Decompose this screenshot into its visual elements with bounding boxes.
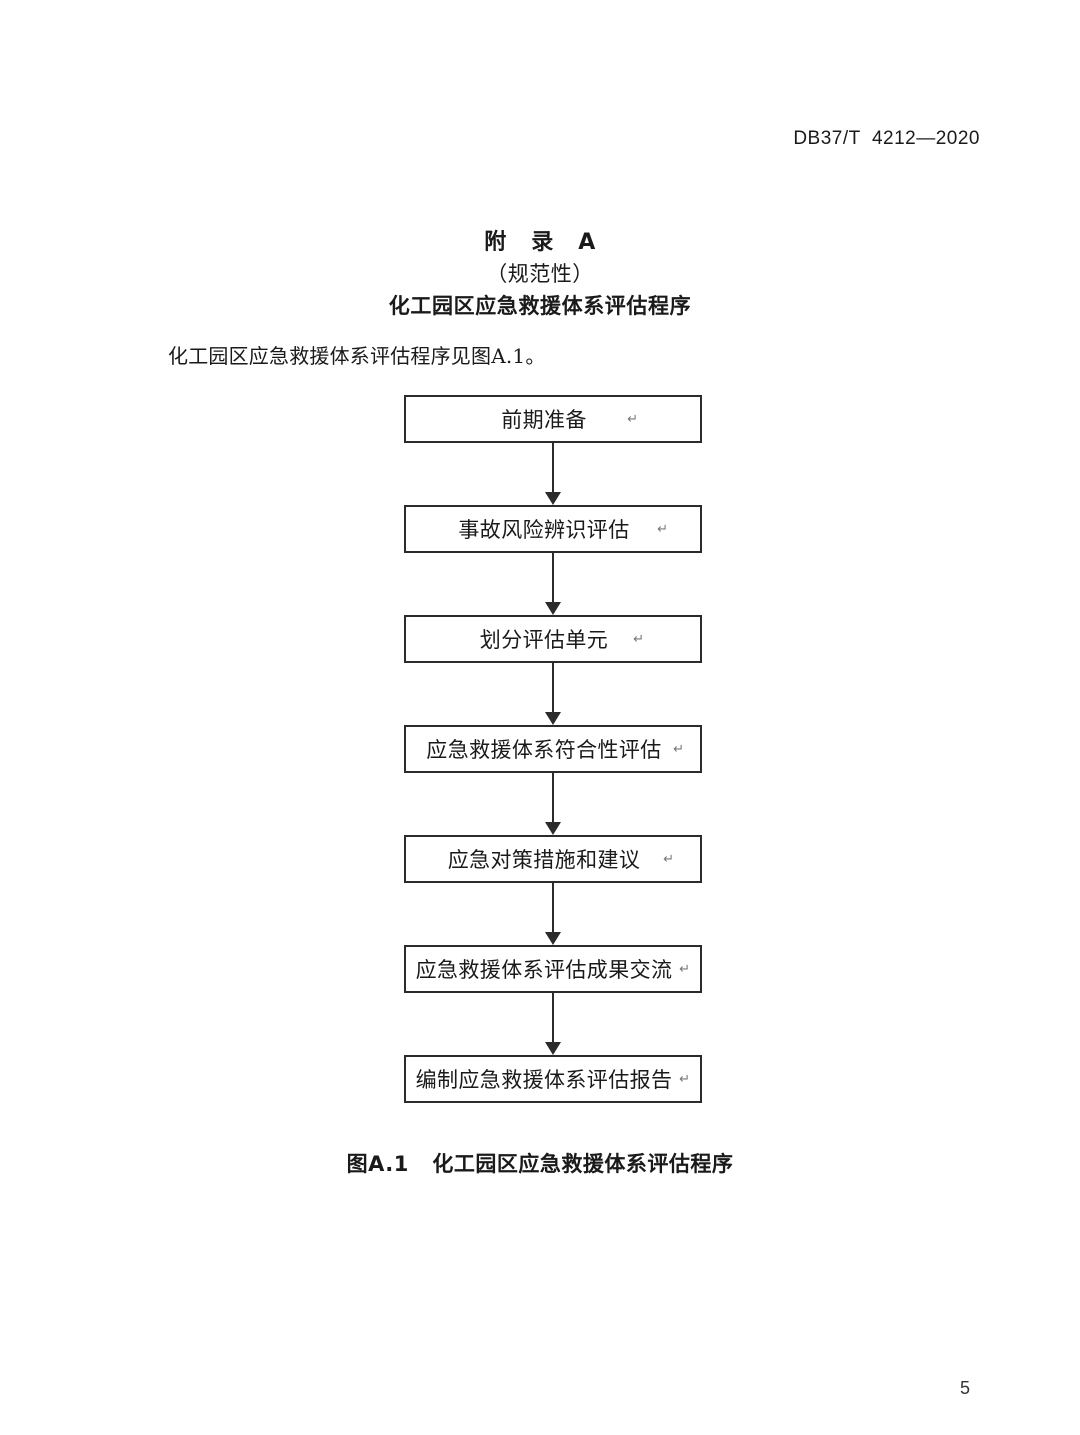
connector-line — [552, 663, 554, 715]
flow-connector-1-2 — [404, 443, 702, 505]
intro-paragraph: 化工园区应急救援体系评估程序见图A.1。 — [168, 344, 546, 368]
arrowhead-icon — [545, 1042, 561, 1055]
annex-subject-title: 化工园区应急救援体系评估程序 — [388, 294, 692, 318]
connector-line — [552, 443, 554, 495]
process-box: 事故风险辨识评估 ↵ — [404, 505, 702, 553]
flow-node-7: 编制应急救援体系评估报告 ↵ — [404, 1055, 702, 1103]
node-label: 应急救援体系符合性评估 — [426, 738, 662, 762]
node-label: 应急救援体系评估成果交流 — [415, 958, 673, 982]
annex-kind: （规范性） — [486, 262, 594, 286]
figure-caption: 图A.1 化工园区应急救援体系评估程序 — [346, 1152, 734, 1176]
flow-connector-5-6 — [404, 883, 702, 945]
flow-node-6: 应急救援体系评估成果交流 ↵ — [404, 945, 702, 993]
flow-connector-4-5 — [404, 773, 702, 835]
arrowhead-icon — [545, 712, 561, 725]
process-box: 应急救援体系评估成果交流 ↵ — [404, 945, 702, 993]
flow-connector-3-4 — [404, 663, 702, 725]
node-label: 应急对策措施和建议 — [447, 848, 641, 872]
flow-node-4: 应急救援体系符合性评估 ↵ — [404, 725, 702, 773]
annex-label: 附 录 A — [484, 230, 596, 255]
flowchart: 前期准备 ↵ 事故风险辨识评估 ↵ 划分评估单元 ↵ 应急救援体系符合性评估 ↵ — [404, 395, 702, 1103]
flow-node-3: 划分评估单元 ↵ — [404, 615, 702, 663]
process-box: 应急救援体系符合性评估 ↵ — [404, 725, 702, 773]
flow-connector-6-7 — [404, 993, 702, 1055]
connector-line — [552, 883, 554, 935]
flow-node-2: 事故风险辨识评估 ↵ — [404, 505, 702, 553]
arrowhead-icon — [545, 492, 561, 505]
connector-line — [552, 553, 554, 605]
node-label: 编制应急救援体系评估报告 — [415, 1068, 673, 1092]
node-label: 前期准备 — [501, 408, 587, 432]
node-label: 划分评估单元 — [479, 628, 609, 652]
process-box: 应急对策措施和建议 ↵ — [404, 835, 702, 883]
process-box: 编制应急救援体系评估报告 ↵ — [404, 1055, 702, 1103]
paragraph-mark-icon: ↵ — [627, 412, 638, 428]
page-number: 5 — [959, 1378, 970, 1398]
arrowhead-icon — [545, 822, 561, 835]
paragraph-mark-icon: ↵ — [679, 962, 690, 978]
paragraph-mark-icon: ↵ — [673, 742, 684, 758]
process-box: 前期准备 ↵ — [404, 395, 702, 443]
arrowhead-icon — [545, 932, 561, 945]
paragraph-mark-icon: ↵ — [679, 1072, 690, 1088]
running-header-standard-code: DB37/T 4212—2020 — [793, 128, 980, 149]
flow-node-5: 应急对策措施和建议 ↵ — [404, 835, 702, 883]
paragraph-mark-icon: ↵ — [663, 852, 674, 868]
flow-node-1: 前期准备 ↵ — [404, 395, 702, 443]
annex-heading-block: 附 录 A （规范性） 化工园区应急救援体系评估程序 — [0, 228, 1080, 322]
paragraph-mark-icon: ↵ — [633, 632, 644, 648]
flow-connector-2-3 — [404, 553, 702, 615]
connector-line — [552, 993, 554, 1045]
node-label: 事故风险辨识评估 — [458, 518, 630, 542]
connector-line — [552, 773, 554, 825]
process-box: 划分评估单元 ↵ — [404, 615, 702, 663]
arrowhead-icon — [545, 602, 561, 615]
paragraph-mark-icon: ↵ — [657, 522, 668, 538]
